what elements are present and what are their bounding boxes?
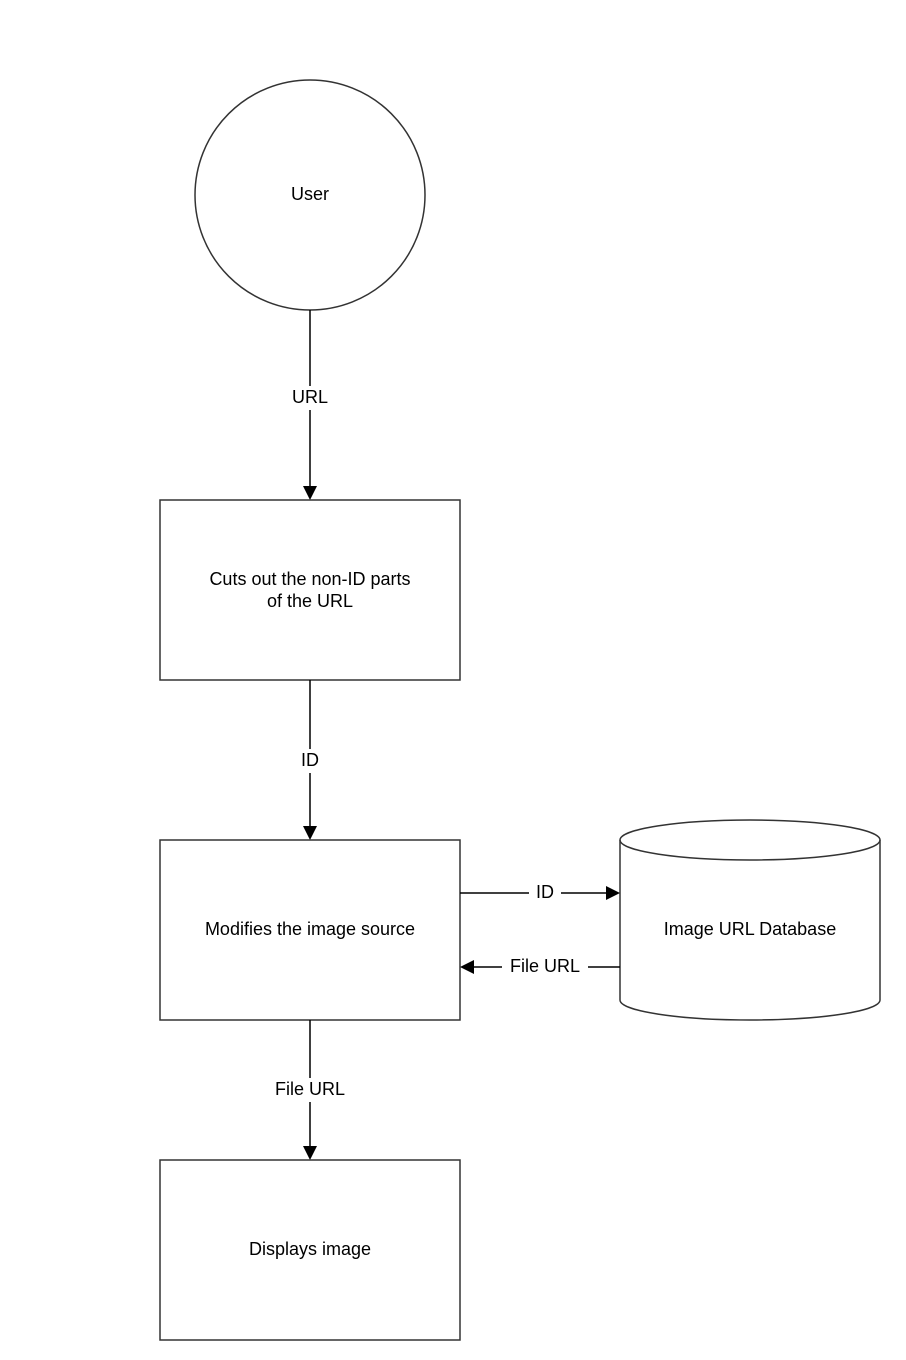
display-image-label: Displays image xyxy=(249,1239,371,1259)
display-image-process-box: Displays image xyxy=(159,1159,461,1341)
edge-database-to-modify: File URL xyxy=(460,955,620,979)
user-label: User xyxy=(291,184,329,204)
modify-source-label: Modifies the image source xyxy=(205,919,415,939)
edge-modify-to-database: ID xyxy=(460,881,620,905)
edge-cut-to-modify: ID xyxy=(294,680,326,840)
edge-label-file-url: File URL xyxy=(275,1079,345,1099)
arrowhead xyxy=(460,960,474,974)
arrowhead xyxy=(606,886,620,900)
edge-label-id-to-db: ID xyxy=(536,882,554,902)
arrowhead xyxy=(303,826,317,840)
edge-modify-to-display: File URL xyxy=(267,1020,353,1160)
edge-label-id: ID xyxy=(301,750,319,770)
edge-label-url: URL xyxy=(292,387,328,407)
edge-label-file-url-from-db: File URL xyxy=(510,956,580,976)
cut-url-process-box: Cuts out the non-ID parts of the URL xyxy=(159,499,461,681)
arrowhead xyxy=(303,486,317,500)
database-label: Image URL Database xyxy=(664,919,836,939)
arrowhead xyxy=(303,1146,317,1160)
edge-user-to-cut: URL xyxy=(286,310,334,500)
cut-url-label-line1: Cuts out the non-ID parts xyxy=(209,569,410,589)
image-url-database-cylinder: Image URL Database xyxy=(619,819,881,1021)
user-node: User xyxy=(194,79,426,311)
modify-source-process-box: Modifies the image source xyxy=(159,839,461,1021)
cut-url-label-line2: of the URL xyxy=(267,591,353,611)
